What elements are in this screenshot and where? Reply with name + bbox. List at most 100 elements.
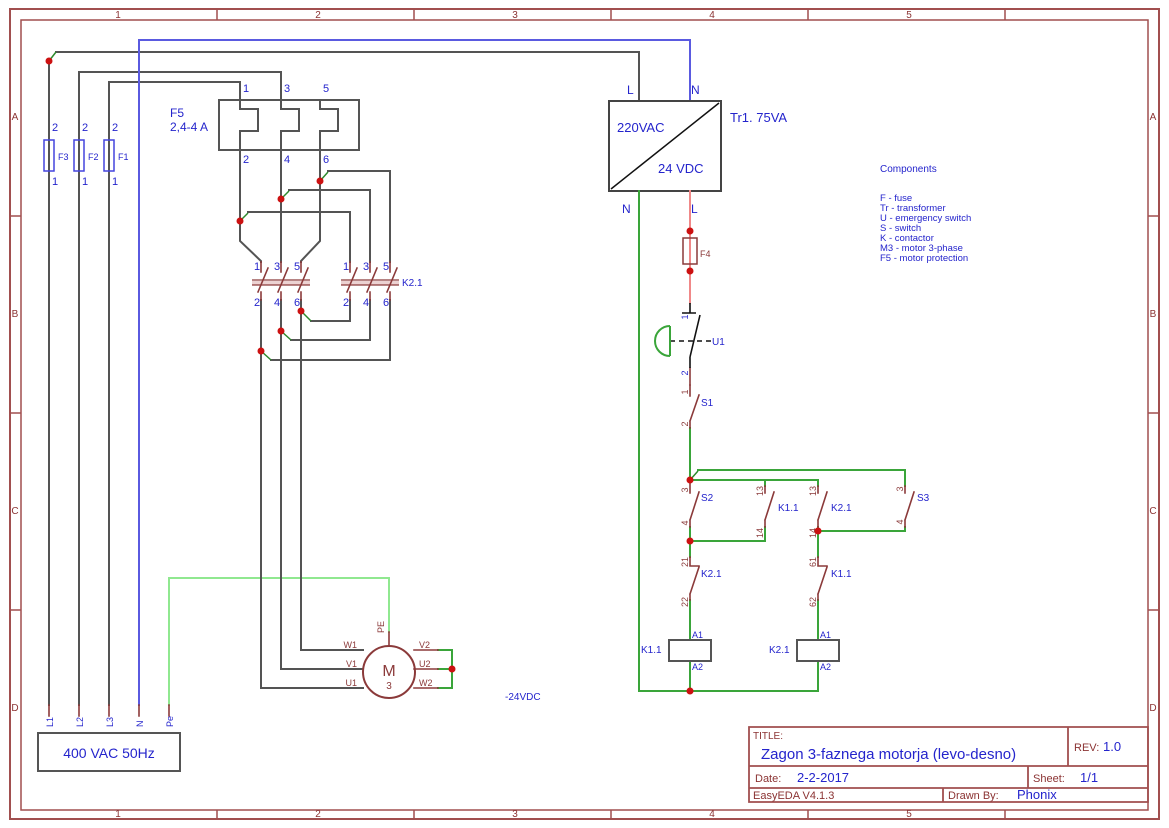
switch-s1[interactable]: S1 1 2 (680, 384, 714, 429)
coil-name: K1.1 (641, 645, 662, 656)
net-junction-slashes (48, 51, 329, 361)
f5-pins: 1 3 5 2 4 6 (243, 83, 329, 166)
pin-4: 4 (895, 519, 905, 524)
legend-heading: Components (880, 164, 937, 175)
pin-21: 21 (680, 557, 690, 567)
switch-name: S1 (701, 398, 714, 409)
pin-22: 22 (680, 597, 690, 607)
fuse-body (682, 237, 698, 265)
title-block: TITLE: Zagon 3-faznega motorja (levo-des… (748, 726, 1149, 803)
contactor-label: K2.1 (402, 278, 423, 289)
wire-24v-neg-rail (638, 190, 819, 692)
sheet-label: Sheet: (1033, 773, 1065, 785)
date-value: 2-2-2017 (797, 770, 849, 785)
nc-contact (688, 556, 701, 601)
fuse-pin-bottom: 1 (52, 176, 58, 188)
fuse-f1[interactable]: 2 1 F1 (103, 122, 129, 188)
wire-phase-v (280, 299, 371, 670)
frame-col-label: 4 (709, 809, 715, 820)
contact-k11-nc[interactable]: K1.1 61 62 (808, 556, 852, 607)
frame-col-label: 5 (906, 10, 912, 21)
contact-name: K2.1 (701, 569, 722, 580)
frame-col-label: 1 (115, 10, 121, 21)
fuse-name: F1 (118, 152, 129, 162)
wire-f5-out1 (239, 149, 351, 263)
wire-l1 (48, 51, 640, 706)
contact-k21-nc[interactable]: K2.1 21 22 (680, 556, 722, 607)
pin-a1: A1 (692, 630, 703, 640)
supply-line-labels: L1 L2 L3 N Pe (45, 716, 175, 727)
junction-dot (297, 307, 305, 315)
legend-items: F - fuse Tr - transformer U - emergency … (880, 193, 971, 264)
pin-4: 4 (680, 520, 690, 525)
source-box[interactable]: 400 VAC 50Hz (37, 732, 181, 772)
junction-dot (686, 227, 694, 235)
pin-14: 14 (808, 528, 818, 538)
pin: 3 (274, 261, 280, 273)
pin-w1: W1 (344, 640, 358, 650)
nc-contact (816, 556, 829, 601)
source-box-label: 400 VAC 50Hz (63, 745, 155, 761)
wire-l3 (108, 81, 241, 706)
coil-k21[interactable]: K2.1 A1 A2 (769, 630, 840, 672)
frame-row-label: D (1149, 703, 1156, 714)
label-pe: Pe (165, 716, 175, 727)
f5-pin: 3 (284, 83, 290, 95)
f5-rating: 2,4-4 A (170, 120, 208, 134)
wire-f5-out2 (280, 149, 371, 263)
contactor-main-left[interactable]: 1 3 5 2 4 6 (252, 261, 310, 309)
junction-dot (686, 476, 694, 484)
switch-s2[interactable]: S2 3 4 (680, 479, 714, 528)
components-legend: Components F - fuse Tr - transformer U -… (880, 164, 971, 264)
pin: 6 (383, 297, 389, 309)
pin: 5 (294, 261, 300, 273)
pin-u1: U1 (345, 678, 357, 688)
contactor-main-right-k21[interactable]: 1 3 5 2 4 6 K2.1 (341, 261, 423, 309)
switch-s3[interactable]: S3 3 4 (895, 485, 930, 528)
pin: 2 (343, 297, 349, 309)
pin-2: 2 (680, 370, 690, 375)
transformer-primary: 220VAC (617, 120, 664, 135)
frame-ruler-ticks (10, 9, 1159, 819)
title-label: TITLE: (753, 731, 783, 742)
coil-k11[interactable]: K1.1 A1 A2 (641, 630, 712, 672)
contact-k21-no[interactable]: K2.1 13 14 (808, 485, 852, 538)
motor-terminal-stubs (388, 631, 439, 689)
label-l2: L2 (75, 717, 85, 727)
pin: 3 (363, 261, 369, 273)
sheet-value: 1/1 (1080, 770, 1098, 785)
motor-protection-f5[interactable]: F5 2,4-4 A 1 3 5 2 4 6 (170, 83, 360, 166)
frame-inner-border (20, 19, 1149, 811)
pin-v2: V2 (419, 640, 430, 650)
fuse-body (43, 139, 55, 172)
frame-col-label: 5 (906, 809, 912, 820)
fuse-f2[interactable]: 2 1 F2 (73, 122, 99, 188)
software-version: EasyEDA V4.1.3 (753, 790, 834, 802)
junction-dot (277, 195, 285, 203)
contact-k11-no[interactable]: K1.1 13 14 (755, 485, 799, 538)
transformer-tr1[interactable]: 220VAC 24 VDC Tr1. 75VA L N N L (608, 83, 787, 216)
emergency-switch-u1[interactable]: U1 1 2 (654, 303, 725, 376)
pin: 5 (383, 261, 389, 273)
fuse-f3[interactable]: 2 1 F3 (43, 122, 69, 188)
sheet-frame: 1 2 3 4 5 1 2 3 4 5 A B C D A B C D (9, 8, 1160, 820)
pin-v1: V1 (346, 659, 357, 669)
f5-name: F5 (170, 106, 184, 120)
pin-3: 3 (680, 487, 690, 492)
pin-61: 61 (808, 557, 818, 567)
pin-a1: A1 (820, 630, 831, 640)
fuse-f4[interactable]: F4 (682, 237, 711, 265)
legend-item: F5 - motor protection (880, 253, 968, 264)
motor-pins: W1 V1 U1 V2 U2 W2 PE (344, 621, 433, 688)
pin-3: 3 (895, 486, 905, 491)
wire-neutral (138, 39, 691, 706)
transformer-secondary: 24 VDC (658, 161, 704, 176)
terminal-stubs (48, 704, 170, 717)
contact-pins: 1 3 5 2 4 6 (254, 261, 300, 309)
frame-row-label: C (1149, 506, 1156, 517)
junction-dot (448, 665, 456, 673)
nc-contact (682, 303, 701, 368)
motor-m3[interactable]: M 3 W1 V1 U1 V2 U2 W2 PE (344, 621, 439, 699)
control-wires (638, 190, 906, 692)
